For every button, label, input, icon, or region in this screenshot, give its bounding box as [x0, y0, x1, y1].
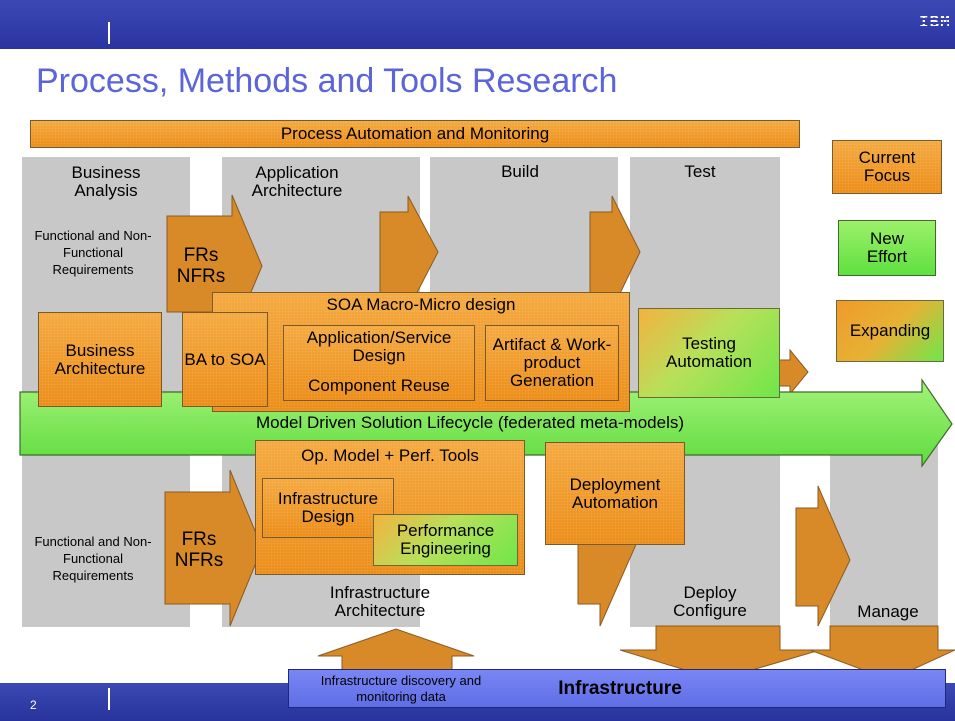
frs-nfrs-bottom: FRs NFRs	[174, 529, 224, 571]
slide-title: Process, Methods and Tools Research	[36, 62, 618, 100]
footer-divider	[108, 688, 110, 710]
header-bar	[0, 0, 955, 49]
page-number: 2	[30, 698, 37, 712]
phase-deploy-configure: Deploy Configure	[673, 583, 747, 620]
infrastructure-bar	[288, 669, 946, 708]
header-divider	[108, 22, 110, 44]
phase-application-architecture: Application Architecture	[251, 163, 343, 200]
phase-build: Build	[501, 162, 539, 181]
process-automation-banner: Process Automation and Monitoring	[30, 120, 800, 148]
model-driven-lifecycle-label: Model Driven Solution Lifecycle (federat…	[255, 413, 685, 432]
deploy-down-arrow	[619, 625, 821, 681]
phase-test: Test	[684, 162, 716, 181]
component-reuse-label: Component Reuse	[308, 376, 450, 395]
requirements-label-top: Functional and Non-Functional Requiremen…	[34, 227, 152, 277]
phase-manage: Manage	[857, 602, 919, 621]
artifact-generation-box: Artifact & Work-product Generation	[485, 325, 619, 401]
deployment-automation-box: Deployment Automation	[545, 442, 685, 545]
phase-business-analysis: Business Analysis	[71, 163, 141, 200]
legend-expanding: Expanding	[836, 300, 944, 362]
frs-nfrs-top: FRs NFRs	[176, 245, 226, 287]
ibm-logo: IBM	[919, 12, 950, 34]
op-model-label: Op. Model + Perf. Tools	[301, 446, 479, 465]
requirements-label-bottom: Functional and Non-Functional Requiremen…	[34, 533, 152, 583]
performance-engineering-box: Performance Engineering	[373, 514, 518, 566]
phase-infrastructure-architecture: Infrastructure Architecture	[329, 583, 431, 620]
infra-discovery-label: Infrastructure discovery and monitoring …	[320, 673, 482, 704]
business-architecture-box: Business Architecture	[38, 312, 162, 407]
app-service-design-box: Application/Service Design Component Reu…	[283, 325, 475, 401]
soa-macro-micro-label: SOA Macro-Micro design	[326, 295, 516, 314]
manage-down-arrow	[809, 625, 955, 681]
legend-new-effort: New Effort	[838, 220, 936, 276]
infrastructure-label: Infrastructure	[558, 678, 682, 699]
arrow-to-manage	[795, 485, 851, 627]
legend-current-focus: Current Focus	[832, 140, 942, 194]
app-service-design-label: Application/Service Design	[306, 328, 452, 365]
ba-to-soa-box: BA to SOA	[182, 312, 268, 407]
testing-automation-box: Testing Automation	[638, 308, 780, 398]
infrastructure-design-box: Infrastructure Design	[262, 478, 394, 538]
frs-arrow-bottom	[164, 469, 263, 627]
